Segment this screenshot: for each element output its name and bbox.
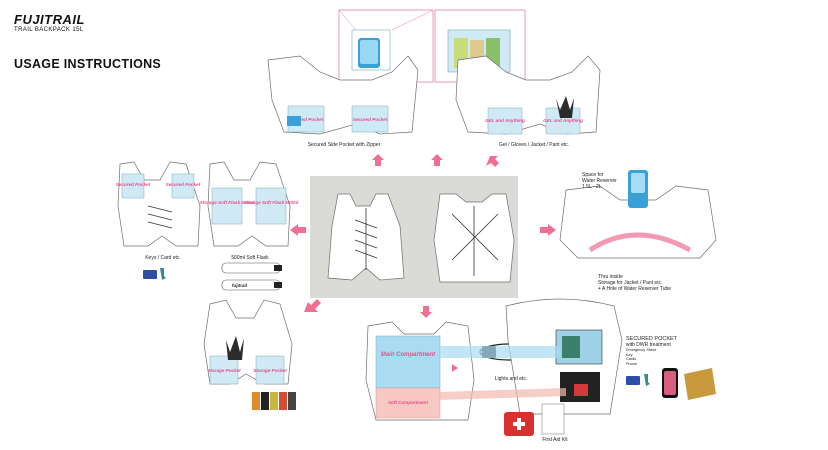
space-line-1: Space for xyxy=(582,172,604,178)
tunnel-vest: Tunnel xyxy=(559,170,717,259)
arrow-down-left xyxy=(304,299,321,312)
caption-gel-gloves: Gel / Gloves / Jacket / Pant etc. xyxy=(498,142,570,148)
gloves-icon xyxy=(556,96,574,118)
tunnel-label: Tunnel xyxy=(629,251,653,258)
secured-line-2: with DWR treatment xyxy=(626,342,671,348)
tunnel-line-2: Storage for Jacket / Pant etc. xyxy=(598,280,663,286)
secured-line-1: SECURED POCKET xyxy=(626,336,678,342)
arrow-up-right xyxy=(486,156,499,167)
gel-packs xyxy=(252,392,296,410)
gloves-icon-2 xyxy=(226,336,244,360)
caption-tunnel: Thru inside Storage for Jacket / Pant et… xyxy=(598,274,671,292)
arrow-main-to-lights xyxy=(452,364,458,372)
flask-pocket-right-label: Storage Soft Flask 500ml xyxy=(244,200,299,205)
caption-soft-flask: 500ml Soft Flask xyxy=(231,255,269,261)
secured-pocket-left-label: Secured Pocket xyxy=(289,117,324,122)
caption-first-aid: First Aid Kit xyxy=(542,437,568,443)
arrow-up-center xyxy=(431,154,443,166)
top-detail-left xyxy=(338,9,434,83)
caption-side-pocket: Secured Side Pocket with Zipper xyxy=(307,142,381,148)
gel-vest: Storage Pocket Storage Pocket xyxy=(203,299,293,385)
secured-items-icons xyxy=(626,368,716,400)
key-icon xyxy=(160,268,166,280)
center-vest-front xyxy=(327,193,405,281)
secured-item: Phone xyxy=(626,361,637,366)
top-right-vest: GEL and Anything GEL and Anything xyxy=(455,55,601,135)
flask-brand: fujitrail xyxy=(232,283,247,288)
soft-compartment-label: Soft Compartment xyxy=(388,400,429,405)
main-compartment-vest: Main Compartment Soft Compartment xyxy=(365,321,475,421)
blue-band xyxy=(440,346,560,358)
card-icon xyxy=(143,270,157,279)
product-name: TRAIL BACKPACK 15L xyxy=(14,27,84,33)
top-left-vest: Secured Pocket Secured Pocket xyxy=(267,55,419,135)
caption-secured-pocket: SECURED POCKET with DWR treatment Emerge… xyxy=(626,336,677,366)
arrows xyxy=(290,154,556,372)
gel-vest-left-label: Storage Pocket xyxy=(207,368,241,373)
space-line-2: Water Reserver xyxy=(582,178,617,184)
caption-space: Space for Water Reserver 1.5L - 2L xyxy=(582,172,617,190)
secured-item: Key xyxy=(626,352,633,357)
keys-pocket-right-label: Secured Pocket xyxy=(166,182,201,187)
secured-item: Emergency Sheet xyxy=(626,348,657,352)
caption-lights: Lights and etc. xyxy=(494,376,528,382)
first-aid-icon xyxy=(504,403,565,436)
arrow-right xyxy=(540,224,556,236)
arrow-left xyxy=(290,224,306,236)
arrow-down-center xyxy=(420,306,432,318)
arrow-up-left xyxy=(372,154,384,166)
back-view-backpack xyxy=(505,298,623,415)
flask-pocket-left-label: Storage Soft Flask 500ml xyxy=(200,200,255,205)
secured-item: Cards xyxy=(626,357,637,361)
keys-pocket-left-label: Secured Pocket xyxy=(116,182,151,187)
caption-keys-card: Keys / Card etc. xyxy=(145,255,181,261)
gel-pocket-left-label: GEL and Anything xyxy=(485,118,525,123)
brand-logo: FUJITRAIL xyxy=(14,12,85,27)
soft-flask-top xyxy=(221,262,282,274)
soft-flask-bottom: fujitrail xyxy=(221,279,282,291)
left-vest-keys: Secured Pocket Secured Pocket xyxy=(116,161,201,247)
tunnel-line-1: Thru inside xyxy=(598,274,623,280)
page-title: USAGE INSTRUCTIONS xyxy=(14,57,162,71)
tunnel-line-3: + A Hole of Water Reserver Tube xyxy=(598,286,672,292)
center-vest-back xyxy=(433,193,515,283)
secured-pocket-right-label: Secured Pocket xyxy=(353,117,388,122)
gel-pocket-right-label: GEL and Anything xyxy=(543,118,583,123)
left-vest-flasks: Storage Soft Flask 500ml Storage Soft Fl… xyxy=(200,161,299,247)
gel-vest-right-label: Storage Pocket xyxy=(253,368,287,373)
space-line-3: 1.5L - 2L xyxy=(582,184,602,190)
pink-band xyxy=(440,388,566,400)
secured-items-list: Emergency Sheet Key Cards Phone xyxy=(626,348,677,366)
main-compartment-label: Main Compartment xyxy=(381,352,436,358)
